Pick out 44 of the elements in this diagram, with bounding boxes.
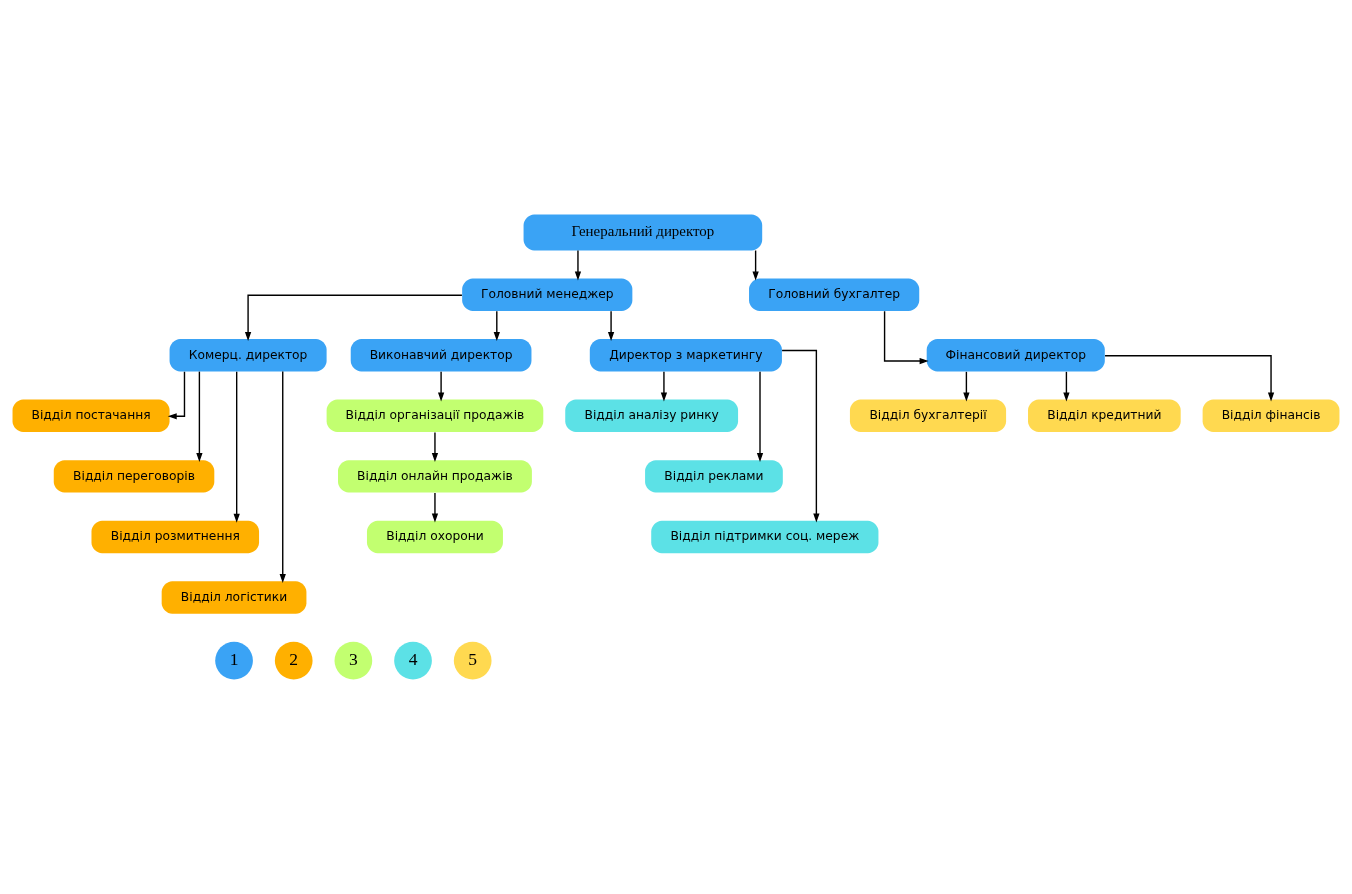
arrow — [279, 370, 286, 584]
legend-label: 5 — [468, 649, 478, 670]
node-box: Головний бухгалтер — [749, 278, 920, 311]
node-box: Відділ онлайн продажів — [338, 460, 532, 493]
arrow — [756, 370, 764, 463]
node-box: Відділ бухгалтерії — [849, 399, 1007, 433]
arrow — [244, 294, 463, 342]
node-box: Генеральний директор — [523, 214, 763, 251]
arrow — [431, 492, 439, 523]
node-box: Відділ організації продажів — [326, 399, 544, 433]
node-box: Головний менеджер — [462, 278, 633, 311]
node-box: Відділ розмитнення — [91, 520, 260, 554]
arrow — [1104, 355, 1275, 402]
arrow — [963, 371, 970, 402]
node-box: Відділ кредитний — [1028, 399, 1181, 433]
node-box: Відділ охорони — [366, 520, 503, 554]
node-box: Директор з маркетингу — [589, 339, 782, 372]
arrow — [493, 310, 500, 341]
node-box: Відділ аналізу ринку — [565, 399, 739, 433]
arrow — [233, 371, 240, 523]
arrow — [660, 371, 668, 402]
arrow — [437, 371, 445, 402]
node-box: Фінансовий директор — [926, 339, 1105, 372]
arrow — [431, 431, 439, 462]
legend-label: 1 — [229, 649, 239, 670]
arrow — [752, 249, 759, 281]
node-box: Відділ підтримки соц. мереж — [651, 520, 879, 554]
node-box: Виконавчий директор — [350, 339, 532, 372]
node-box: Комерц. директор — [169, 339, 327, 372]
node-box: Відділ фінансів — [1202, 399, 1340, 433]
node-box: Відділ логістики — [161, 581, 307, 614]
node-box: Відділ реклами — [645, 460, 783, 493]
arrow — [1063, 371, 1070, 402]
arrow — [196, 370, 203, 463]
arrow — [167, 370, 186, 420]
arrow — [781, 349, 820, 523]
arrow — [574, 249, 582, 281]
node-box: Відділ переговорів — [53, 460, 215, 493]
arrow — [883, 310, 929, 365]
legend-label: 3 — [348, 649, 358, 670]
arrow — [607, 310, 615, 341]
legend-label: 2 — [289, 649, 299, 670]
node-box: Відділ постачання — [12, 399, 170, 433]
legend-label: 4 — [408, 649, 418, 670]
